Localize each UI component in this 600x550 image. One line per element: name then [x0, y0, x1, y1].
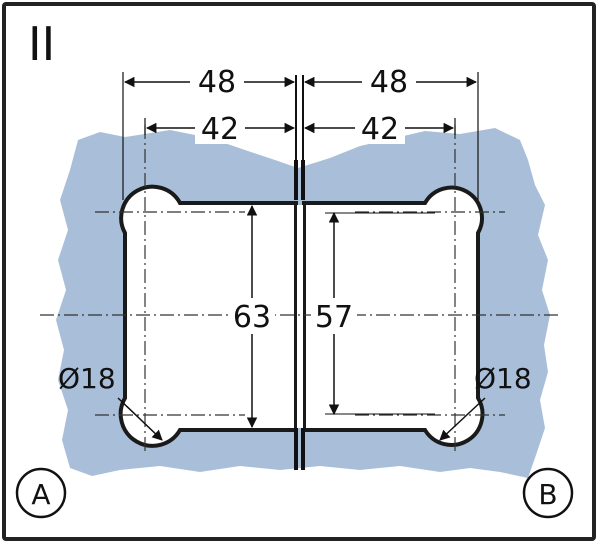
hole-leader-left — [117, 397, 163, 441]
dim-42-left: 42 — [201, 112, 239, 147]
corner-label-b: B — [538, 478, 557, 511]
dim-57: 57 — [315, 300, 353, 335]
dim-42-right: 42 — [361, 112, 399, 147]
centerlines — [40, 125, 560, 455]
corner-badge-a — [15, 467, 67, 519]
corner-label-a: A — [31, 478, 50, 511]
dim-48-right: 48 — [370, 65, 408, 100]
dim-48-left: 48 — [198, 65, 236, 100]
extension-lines — [122, 72, 479, 200]
opening-right — [302, 185, 485, 447]
corner-badge-b — [522, 467, 574, 519]
section-label: II — [28, 17, 55, 71]
hole-diameter-left: Ø18 — [58, 362, 116, 395]
dim-63: 63 — [233, 300, 271, 335]
hole-diameter-right: Ø18 — [474, 362, 532, 395]
hole-leader-right — [439, 397, 486, 441]
